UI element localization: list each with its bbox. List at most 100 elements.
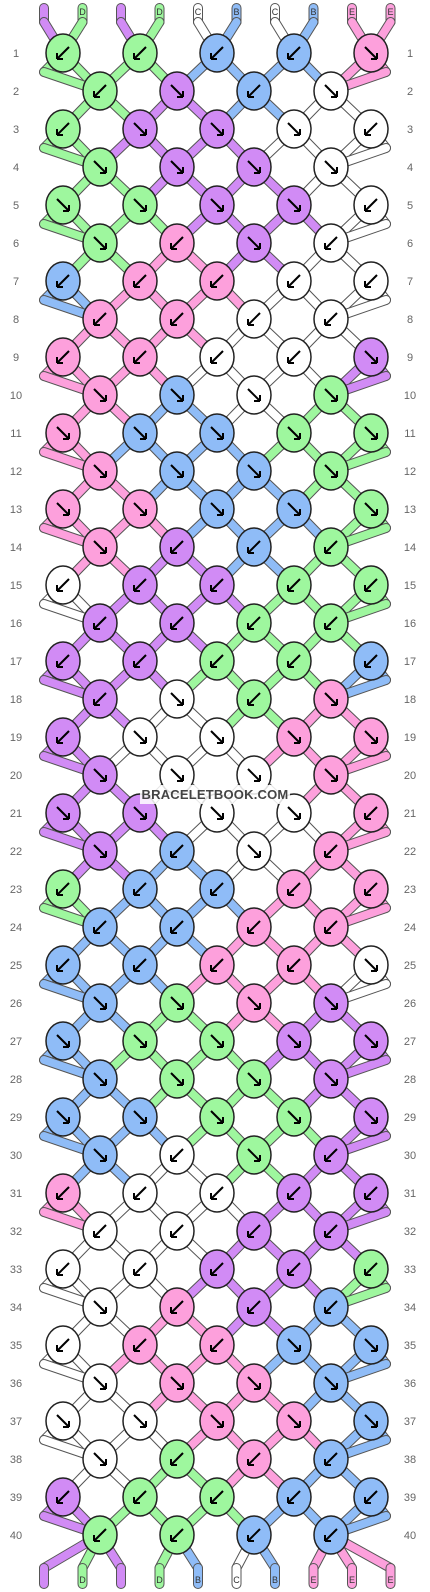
knot-arrowhead-icon: [324, 1535, 331, 1542]
knot-arrowhead-icon: [217, 1117, 224, 1124]
knot: [82, 375, 118, 415]
knot: [313, 603, 349, 643]
knot-arrowhead-icon: [247, 699, 254, 706]
knot-arrowhead-icon: [210, 53, 217, 60]
knot-arrowhead-icon: [254, 851, 261, 858]
knot-arrowhead-icon: [133, 1193, 140, 1200]
knot: [353, 337, 389, 377]
knot-arrowhead-icon: [170, 1535, 177, 1542]
knot: [236, 451, 272, 491]
knot-arrowhead-icon: [56, 53, 63, 60]
knot-arrow-icon: [170, 236, 184, 250]
knot-arrow-icon: [56, 730, 70, 744]
knot-arrowhead-icon: [170, 1155, 177, 1162]
knot: [276, 1325, 312, 1365]
knot: [276, 869, 312, 909]
knot-arrowhead-icon: [100, 167, 107, 174]
knot-arrow-icon: [324, 692, 338, 706]
knot-arrow-icon: [247, 388, 261, 402]
knot: [276, 33, 312, 73]
knot: [82, 299, 118, 339]
strand-letter-bottom: D: [156, 1575, 163, 1585]
knot: [82, 223, 118, 263]
knot-arrow-icon: [364, 958, 378, 972]
knot: [82, 1135, 118, 1175]
knot-arrow-icon: [133, 654, 147, 668]
knot-arrowhead-icon: [56, 129, 63, 136]
row-number-left: 32: [10, 1226, 22, 1238]
knot: [313, 831, 349, 871]
knot-arrow-icon: [133, 1338, 147, 1352]
knot-arrowhead-icon: [63, 433, 70, 440]
knot: [276, 261, 312, 301]
knot-arrow-icon: [364, 122, 378, 136]
row-number-left: 27: [10, 1036, 22, 1048]
knot: [45, 565, 81, 605]
knot-arrow-icon: [93, 1452, 107, 1466]
knot-arrow-icon: [287, 1110, 301, 1124]
knot-arrow-icon: [133, 426, 147, 440]
knot-arrowhead-icon: [331, 1383, 338, 1390]
knot-arrowhead-icon: [170, 1307, 177, 1314]
row-number-left: 39: [10, 1492, 22, 1504]
knot-arrowhead-icon: [210, 1345, 217, 1352]
knot: [159, 1211, 195, 1251]
knot: [82, 1059, 118, 1099]
knot-arrow-icon: [247, 84, 261, 98]
knot-arrow-icon: [247, 160, 261, 174]
row-number-right: 34: [404, 1302, 416, 1314]
knot-arrow-icon: [210, 730, 224, 744]
knot-arrow-icon: [133, 958, 147, 972]
knot-arrow-icon: [210, 426, 224, 440]
knot-arrowhead-icon: [324, 1231, 331, 1238]
knot: [353, 793, 389, 833]
knot: [122, 185, 158, 225]
knot: [122, 641, 158, 681]
row-number-right: 26: [404, 998, 416, 1010]
row-number-left: 20: [10, 770, 22, 782]
knot-arrowhead-icon: [63, 1041, 70, 1048]
row-number-right: 27: [404, 1036, 416, 1048]
knot-arrow-icon: [287, 958, 301, 972]
knot: [82, 1439, 118, 1479]
knot: [45, 109, 81, 149]
knot: [313, 147, 349, 187]
knot-arrowhead-icon: [331, 1003, 338, 1010]
knot: [353, 1401, 389, 1441]
knot: [236, 1135, 272, 1175]
row-number-left: 23: [10, 884, 22, 896]
knot-arrowhead-icon: [324, 1155, 331, 1162]
knot-arrow-icon: [324, 540, 338, 554]
knot-arrowhead-icon: [177, 699, 184, 706]
knot-arrowhead-icon: [63, 509, 70, 516]
knot: [122, 1477, 158, 1517]
knot-arrowhead-icon: [254, 395, 261, 402]
knot-arrowhead-icon: [324, 547, 331, 554]
knot: [159, 299, 195, 339]
knot-arrow-icon: [170, 1148, 184, 1162]
knot: [199, 717, 235, 757]
knot-arrow-icon: [247, 1452, 261, 1466]
knot-arrow-icon: [324, 1072, 338, 1086]
knot: [122, 489, 158, 529]
knot: [82, 983, 118, 1023]
knot-arrow-icon: [287, 274, 301, 288]
row-number-left: 1: [13, 48, 19, 60]
knot-arrow-icon: [324, 312, 338, 326]
knot-arrowhead-icon: [217, 737, 224, 744]
knot-arrow-icon: [210, 46, 224, 60]
knot-arrow-icon: [324, 616, 338, 630]
row-number-right: 19: [404, 732, 416, 744]
knot-arrowhead-icon: [100, 243, 107, 250]
knot-arrowhead-icon: [100, 851, 107, 858]
row-number-left: 29: [10, 1112, 22, 1124]
knot-arrow-icon: [247, 616, 261, 630]
row-number-right: 25: [404, 960, 416, 972]
knot-arrowhead-icon: [364, 1497, 371, 1504]
knot: [159, 831, 195, 871]
row-number-right: 1: [407, 48, 413, 60]
knot-arrowhead-icon: [364, 813, 371, 820]
knot-arrow-icon: [133, 1110, 147, 1124]
knot-arrowhead-icon: [217, 433, 224, 440]
knot-arrow-icon: [133, 122, 147, 136]
